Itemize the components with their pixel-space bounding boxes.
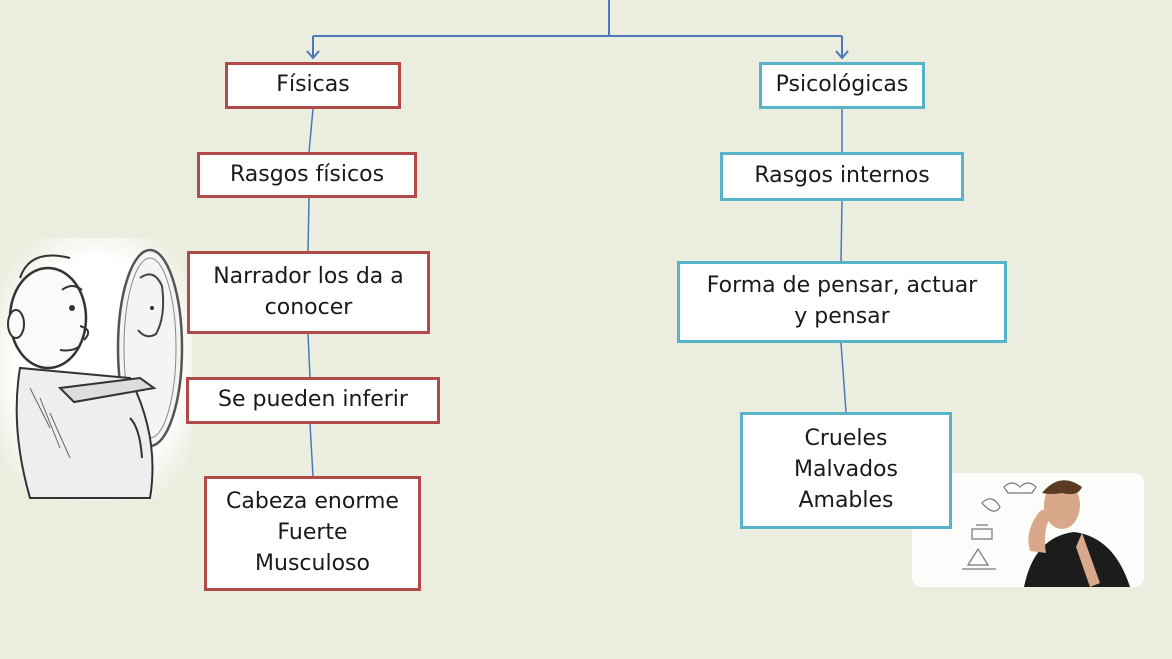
node-rasgos-fisicos: Rasgos físicos [197,152,417,198]
node-cabeza-enorme: Cabeza enorme Fuerte Musculoso [204,476,421,591]
node-rasgos-internos: Rasgos internos [720,152,964,201]
thinking-young-man-photo-icon [912,473,1144,587]
node-forma-de-pensar: Forma de pensar, actuar y pensar [677,261,1007,343]
node-label-line: Amables [798,487,894,513]
node-label-line: Musculoso [255,550,370,576]
node-fisicas-label: Físicas [276,72,350,98]
node-label-line: Rasgos internos [754,163,930,189]
node-inferir: Se pueden inferir [186,377,440,424]
node-label-line: Crueles [804,426,888,452]
node-psicologicas-label: Psicológicas [775,72,909,98]
thinking-man-illustration [912,473,1144,587]
top-split-connector [306,0,849,60]
node-label-line: conocer [264,294,353,320]
node-label-line: y pensar [794,304,890,329]
node-narrador: Narrador los da a conocer [187,251,430,334]
node-crueles: Crueles Malvados Amables [740,412,952,529]
left-chain-connectors [307,108,314,477]
node-label-line: Malvados [794,457,898,483]
node-label-line: Se pueden inferir [218,387,408,413]
man-mirror-illustration [0,238,192,500]
node-label-line: Narrador los da a [213,263,404,289]
node-psicologicas: Psicológicas [759,62,925,109]
node-fisicas: Físicas [225,62,401,109]
node-label-line: Rasgos físicos [229,161,385,187]
man-looking-in-mirror-sketch-icon [0,238,192,500]
node-label-line: Fuerte [277,520,348,546]
right-chain-connectors [840,109,847,413]
node-label-line: Forma de pensar, actuar [706,273,978,299]
node-label-line: Cabeza enorme [226,489,399,515]
